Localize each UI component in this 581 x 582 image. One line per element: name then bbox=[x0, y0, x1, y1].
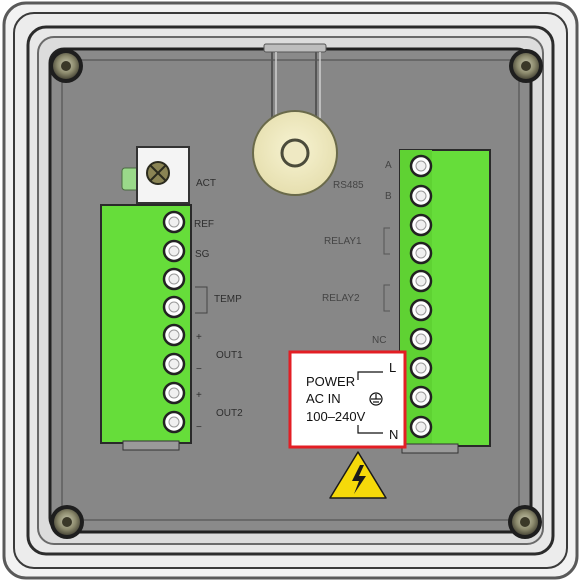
left-terminal-hole-6 bbox=[168, 358, 180, 370]
sg-label: SG bbox=[195, 249, 210, 260]
right-terminal-hole-4 bbox=[415, 247, 427, 259]
rs485-b-label: B bbox=[385, 191, 392, 202]
temp-label: TEMP bbox=[214, 294, 242, 305]
left-terminal-hole-3 bbox=[168, 273, 180, 285]
right-terminal-hole-9 bbox=[415, 391, 427, 403]
high-voltage-warning-icon bbox=[329, 451, 387, 499]
left-terminal-hole-8 bbox=[168, 416, 180, 428]
ref-label: REF bbox=[194, 219, 214, 230]
act-label: ACT bbox=[196, 178, 216, 189]
corner-screw-bottom-right bbox=[508, 505, 542, 539]
left-terminal-labels: ACT REF SG TEMP + − OUT1 + − OUT2 bbox=[194, 178, 243, 433]
corner-screw-top-right bbox=[509, 49, 543, 83]
ground-icon bbox=[369, 392, 383, 406]
right-terminal-hole-3 bbox=[415, 219, 427, 231]
power-input-callout: POWER AC IN 100–240V L N bbox=[288, 350, 407, 449]
relay1-label: RELAY1 bbox=[324, 236, 362, 247]
left-terminal-hole-1 bbox=[168, 216, 180, 228]
right-terminal-hole-1 bbox=[415, 160, 427, 172]
rs485-a-label: A bbox=[385, 160, 392, 171]
out1-minus-label: − bbox=[196, 364, 202, 375]
right-terminal-hole-8 bbox=[415, 362, 427, 374]
left-terminal-hole-2 bbox=[168, 245, 180, 257]
act-potentiometer bbox=[121, 146, 190, 204]
right-terminal-hole-6 bbox=[415, 304, 427, 316]
corner-screw-top-left bbox=[49, 49, 83, 83]
power-label: POWER bbox=[306, 374, 355, 389]
out2-label: OUT2 bbox=[216, 408, 243, 419]
relay2-label: RELAY2 bbox=[322, 293, 360, 304]
right-terminal-labels: A B RS485 RELAY1 RELAY2 NC bbox=[322, 160, 392, 346]
left-terminal-block bbox=[100, 204, 192, 451]
n-label: N bbox=[389, 427, 398, 442]
ac-in-label: AC IN bbox=[306, 391, 341, 406]
right-terminal-hole-2 bbox=[415, 190, 427, 202]
left-terminal-hole-4 bbox=[168, 301, 180, 313]
left-terminal-hole-5 bbox=[168, 329, 180, 341]
out2-minus-label: − bbox=[196, 422, 202, 433]
rs485-label: RS485 bbox=[333, 180, 364, 191]
cable-gland bbox=[252, 43, 338, 196]
voltage-label: 100–240V bbox=[306, 409, 366, 424]
nc-label: NC bbox=[372, 335, 386, 346]
corner-screw-bottom-left bbox=[50, 505, 84, 539]
out2-plus-label: + bbox=[196, 390, 202, 401]
right-terminal-block bbox=[399, 149, 491, 454]
out1-label: OUT1 bbox=[216, 350, 243, 361]
left-terminal-hole-7 bbox=[168, 387, 180, 399]
right-terminal-hole-5 bbox=[415, 275, 427, 287]
right-terminal-hole-10 bbox=[415, 421, 427, 433]
right-terminal-hole-7 bbox=[415, 333, 427, 345]
l-label: L bbox=[389, 360, 396, 375]
out1-plus-label: + bbox=[196, 332, 202, 343]
